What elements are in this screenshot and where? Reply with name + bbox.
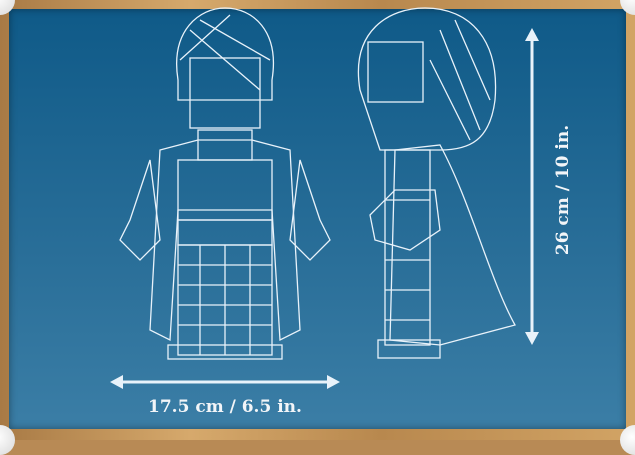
width-dimension-label: 17.5 cm / 6.5 in. <box>148 397 302 417</box>
width-arrow <box>110 375 340 389</box>
blueprint-board <box>9 9 626 429</box>
side-view-figure <box>357 7 516 359</box>
front-view-figure <box>119 7 331 360</box>
height-dimension-label: 26 cm / 10 in. <box>553 124 573 256</box>
height-arrow <box>525 28 539 345</box>
